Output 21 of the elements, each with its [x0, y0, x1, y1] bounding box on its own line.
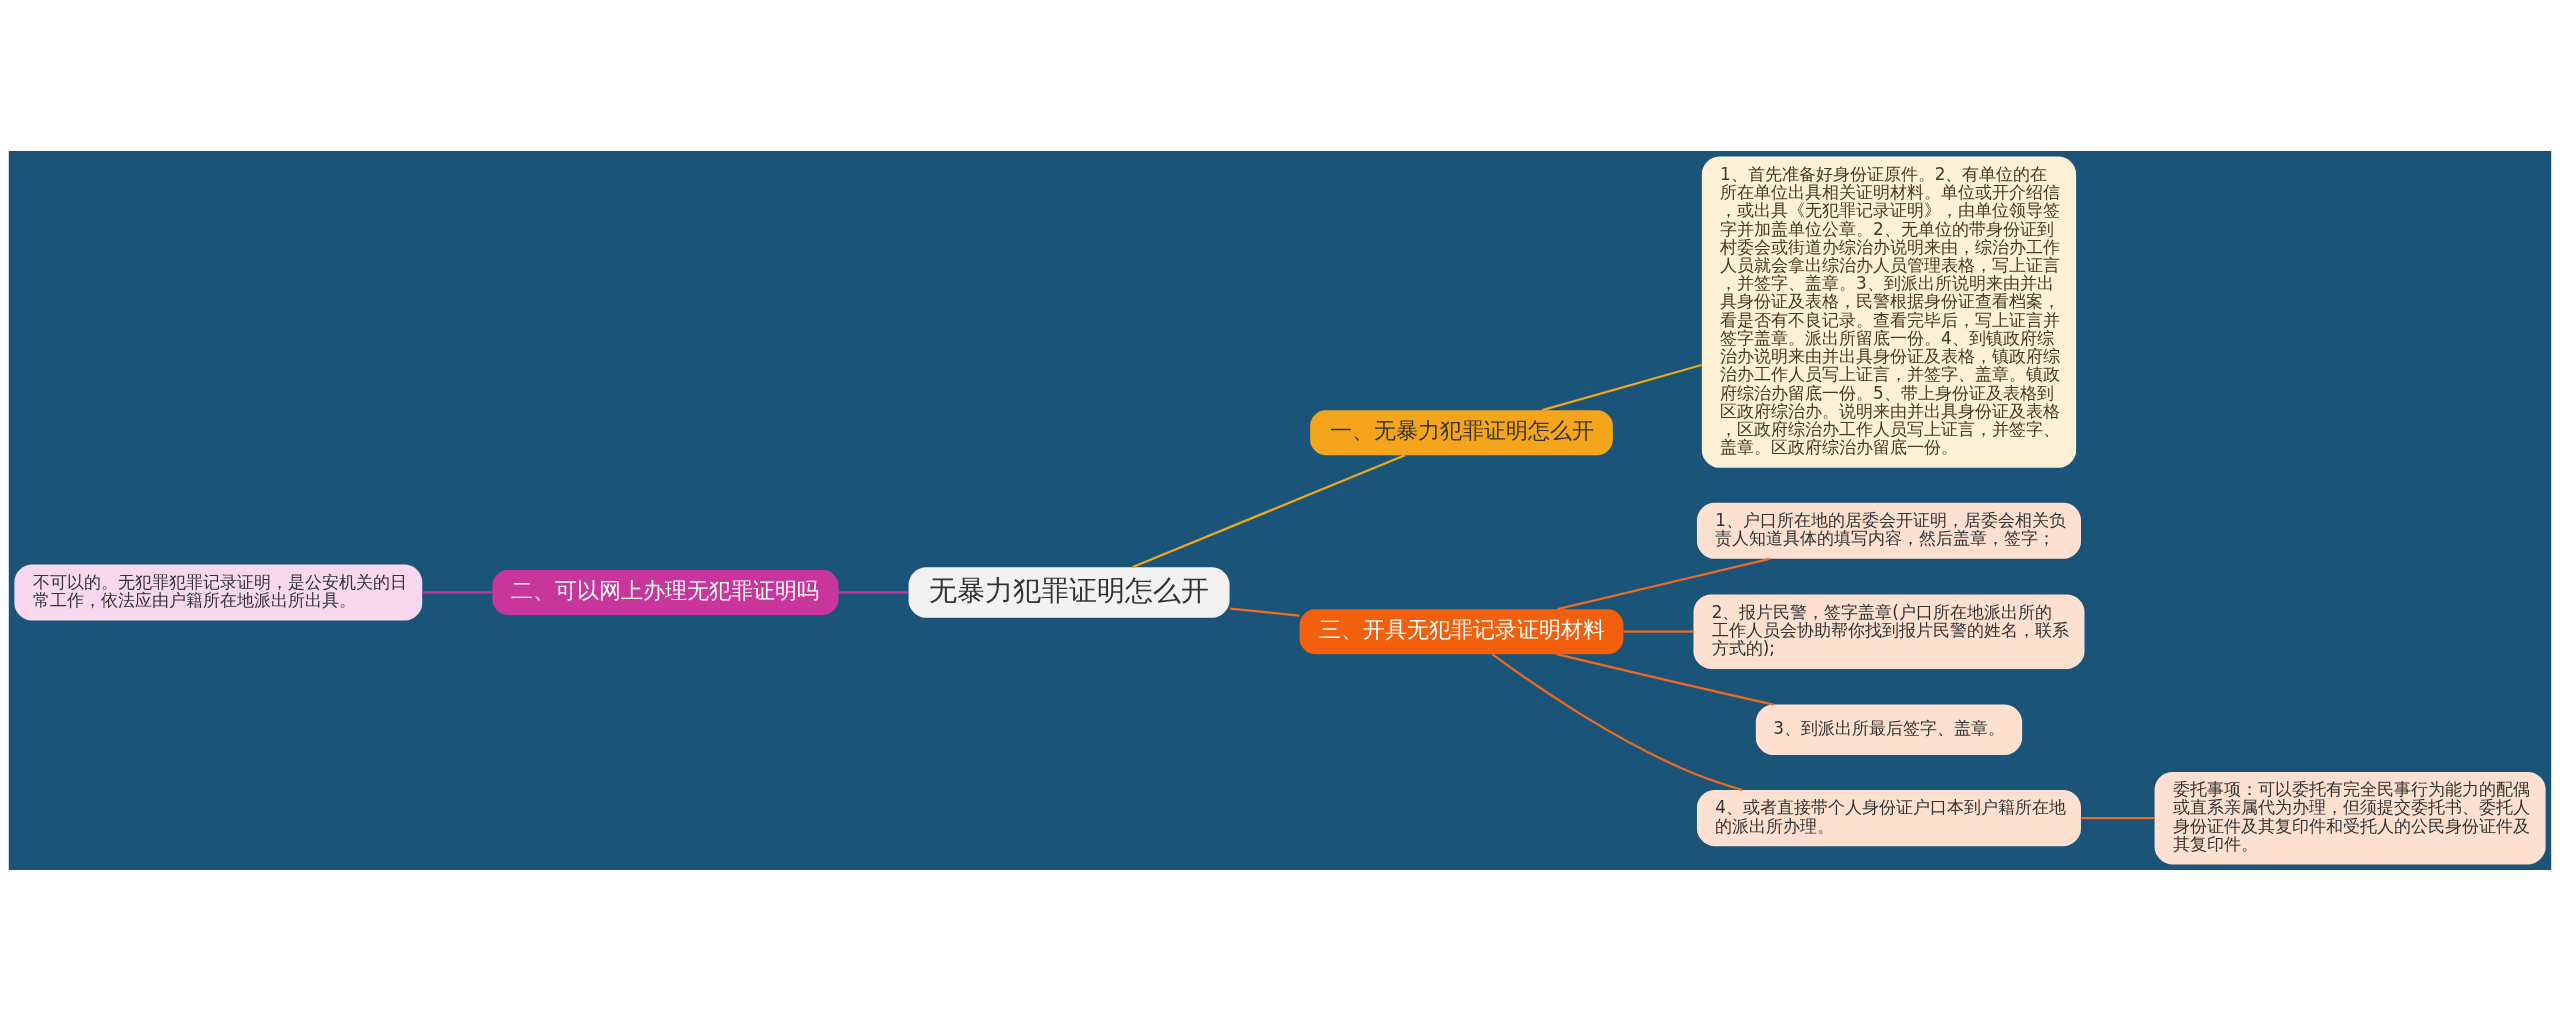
connector: [1542, 363, 1702, 411]
node-box: 无暴力犯罪证明怎么开: [908, 566, 1230, 618]
node-box: 二、可以网上办理无犯罪证明吗: [492, 569, 839, 615]
node-box: 委托事项：可以委托有完全民事行为能力的配偶或直系亲属代为办理，但须提交委托书、委托人身份证件及其复印件和受托人的公民身份证件及其复印件。: [2154, 771, 2546, 864]
connector: [422, 590, 493, 594]
connector: [838, 590, 909, 594]
node-box: 2、报片民警，签字盖章(户口所在地派出所的工作人员会协助帮你找到报片民警的姓名，联系方式的);: [1693, 594, 2085, 669]
node-box: 1、首先准备好身份证原件。2、有单位的在所在单位出具相关证明材料。单位或开介绍信，或出具《无犯罪记录证明》，由单位领导签字并加盖单位公章。2、无单位的带身份证到村委会或街道办综治办说明来由，综治办工作人员就会拿出综治办人员管理表格，写上证言，并签字、盖章。3、到派出所说明来由并出具身份证及表格，民警根据身份证查看档案，看是否有不良记录。查看完毕后，写上证言并签字盖章。派出所留底一份。4、到镇政府综治办说明来由并出具身份证及表格，镇政府综治办工作人员写上证言，并签字、盖章。镇政府综治办留底一份。5、带上身份证及表格到区政府综治办。说明来由并出具身份证及表格，区政府综治办工作人员写上证言，并签字、盖章。区政府综治办留底一份。: [1701, 156, 2077, 468]
node-box: 不可以的。无犯罪犯罪记录证明，是公安机关的日常工作，依法应由户籍所在地派出所出具。: [14, 563, 423, 620]
connector: [1491, 652, 1743, 791]
node-box: 4、或者直接带个人身份证户口本到户籍所在地的派出所办理。: [1696, 789, 2081, 846]
node-box: 3、到派出所最后签字、盖章。: [1755, 704, 2023, 755]
connector: [2081, 816, 2155, 819]
connector: [1623, 630, 1694, 633]
connector: [1556, 652, 1774, 706]
node-box: 1、户口所在地的居委会开证明，居委会相关负责人知道具体的填写内容，然后盖章，签字；: [1696, 502, 2081, 559]
node-box: 一、无暴力犯罪证明怎么开: [1310, 409, 1613, 455]
connector: [1557, 557, 1770, 610]
node-box: 三、开具无犯罪记录证明材料: [1299, 608, 1624, 654]
connector: [1229, 606, 1300, 617]
connector: [1131, 453, 1406, 568]
